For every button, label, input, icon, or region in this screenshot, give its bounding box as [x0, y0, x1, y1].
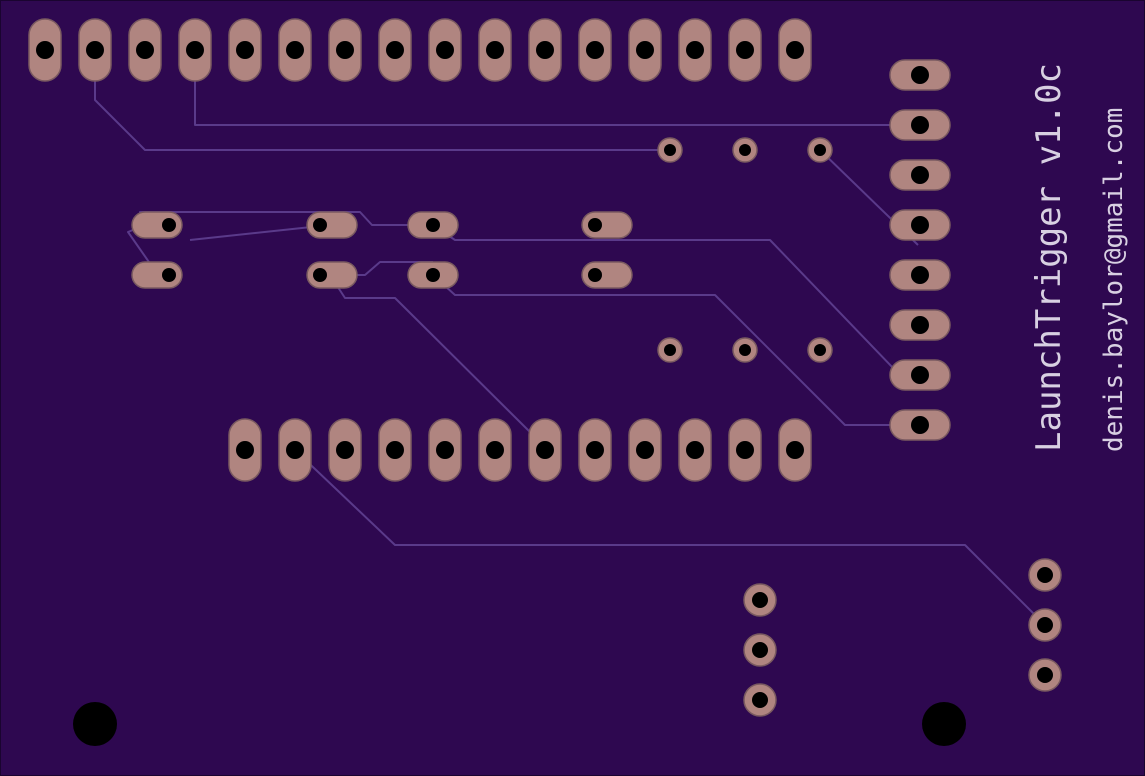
through-hole-pad-icon	[807, 137, 833, 163]
top-header-pin	[28, 18, 62, 82]
top-header-pin	[778, 18, 812, 82]
component-pad	[407, 211, 459, 239]
component-pad	[131, 211, 183, 239]
bottom-header-pin	[478, 418, 512, 482]
through-hole-pad-icon	[732, 137, 758, 163]
through-hole-pad-icon	[807, 337, 833, 363]
bottom-header-pin	[778, 418, 812, 482]
component-pad	[581, 261, 633, 289]
component-pad	[306, 211, 358, 239]
through-hole-pad-icon	[1028, 558, 1062, 592]
right-header-pin	[889, 159, 951, 191]
right-header-pin	[889, 109, 951, 141]
top-header-pin	[678, 18, 712, 82]
top-header-pin	[578, 18, 612, 82]
component-pad	[131, 261, 183, 289]
bottom-header-pin	[728, 418, 762, 482]
top-header-pin	[428, 18, 462, 82]
bottom-header-pin	[578, 418, 612, 482]
pad-layer	[28, 18, 1062, 717]
right-header-pin	[889, 309, 951, 341]
top-header-pin	[628, 18, 662, 82]
board-title: LaunchTrigger v1.0c	[1029, 63, 1069, 452]
through-hole-pad-icon	[743, 683, 777, 717]
bottom-header-pin	[528, 418, 562, 482]
top-header-pin	[278, 18, 312, 82]
bottom-header-pin	[328, 418, 362, 482]
bottom-header-pin	[228, 418, 262, 482]
right-header-pin	[889, 59, 951, 91]
right-header-pin	[889, 209, 951, 241]
through-hole-pad-icon	[743, 633, 777, 667]
component-pad	[407, 261, 459, 289]
top-header-pin	[78, 18, 112, 82]
top-header-pin	[478, 18, 512, 82]
bottom-header-pin	[678, 418, 712, 482]
component-pad	[581, 211, 633, 239]
component-pad	[306, 261, 358, 289]
right-header-pin	[889, 409, 951, 441]
top-header-pin	[728, 18, 762, 82]
bottom-header-pin	[628, 418, 662, 482]
bottom-header-pin	[428, 418, 462, 482]
author-email: denis.baylor@gmail.com	[1099, 108, 1129, 452]
bottom-header-pin	[378, 418, 412, 482]
through-hole-pad-icon	[732, 337, 758, 363]
top-header-pin	[528, 18, 562, 82]
copper-trace	[294, 449, 1046, 626]
through-hole-pad-icon	[1028, 658, 1062, 692]
top-header-pin	[178, 18, 212, 82]
right-header-pin	[889, 359, 951, 391]
top-header-pin	[328, 18, 362, 82]
top-header-pin	[128, 18, 162, 82]
top-header-pin	[228, 18, 262, 82]
top-header-pin	[378, 18, 412, 82]
bottom-header-pin	[278, 418, 312, 482]
right-header-pin	[889, 259, 951, 291]
through-hole-pad-icon	[1028, 608, 1062, 642]
through-hole-pad-icon	[657, 337, 683, 363]
through-hole-pad-icon	[743, 583, 777, 617]
mounting-hole-icon	[73, 702, 117, 746]
through-hole-pad-icon	[657, 137, 683, 163]
mounting-hole-icon	[922, 702, 966, 746]
